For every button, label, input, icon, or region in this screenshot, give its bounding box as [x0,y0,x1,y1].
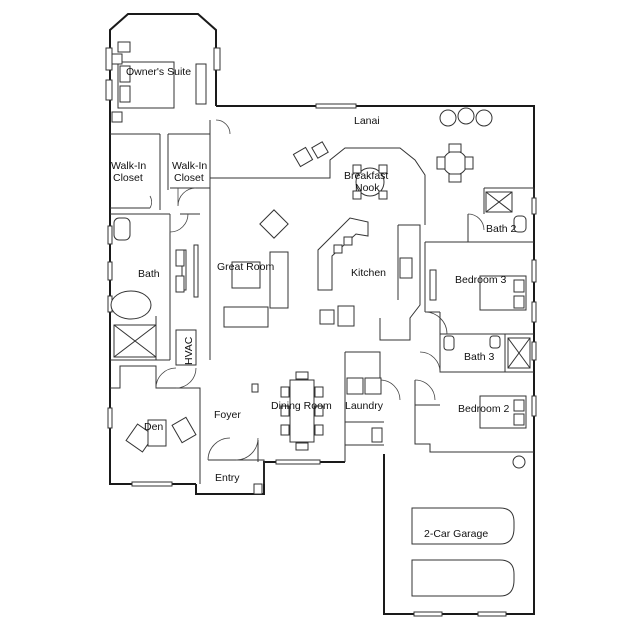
label-bath-3: Bath 3 [464,351,495,363]
label-walkin-closet-a-1: Walk-In [111,160,146,172]
label-breakfast-nook-1: Breakfast [344,170,388,182]
label-laundry: Laundry [345,400,384,412]
label-walkin-closet-b-2: Closet [174,172,204,184]
label-bath-2: Bath 2 [486,223,517,235]
label-dining-room: Dining Room [271,400,332,412]
label-walkin-closet-a-2: Closet [113,172,143,184]
doors [149,119,485,461]
label-lanai: Lanai [354,115,380,127]
label-kitchen: Kitchen [351,267,386,279]
label-bath: Bath [138,268,160,280]
label-foyer: Foyer [214,409,241,421]
label-hvac: HVAC [183,336,195,365]
label-owners-suite: Owner's Suite [126,66,191,78]
label-garage: 2-Car Garage [424,528,488,540]
windows [105,47,537,617]
label-den: Den [144,421,163,433]
furniture [110,41,531,597]
label-breakfast-nook-2: Nook [355,182,380,194]
label-bedroom-3: Bedroom 3 [455,274,507,286]
label-great-room: Great Room [217,261,274,273]
label-entry: Entry [215,472,240,484]
label-bedroom-2: Bedroom 2 [458,403,510,415]
room-labels: Owner's Suite Lanai Walk-In Closet Walk-… [111,66,517,540]
interior-walls [110,120,535,484]
label-walkin-closet-b-1: Walk-In [172,160,207,172]
